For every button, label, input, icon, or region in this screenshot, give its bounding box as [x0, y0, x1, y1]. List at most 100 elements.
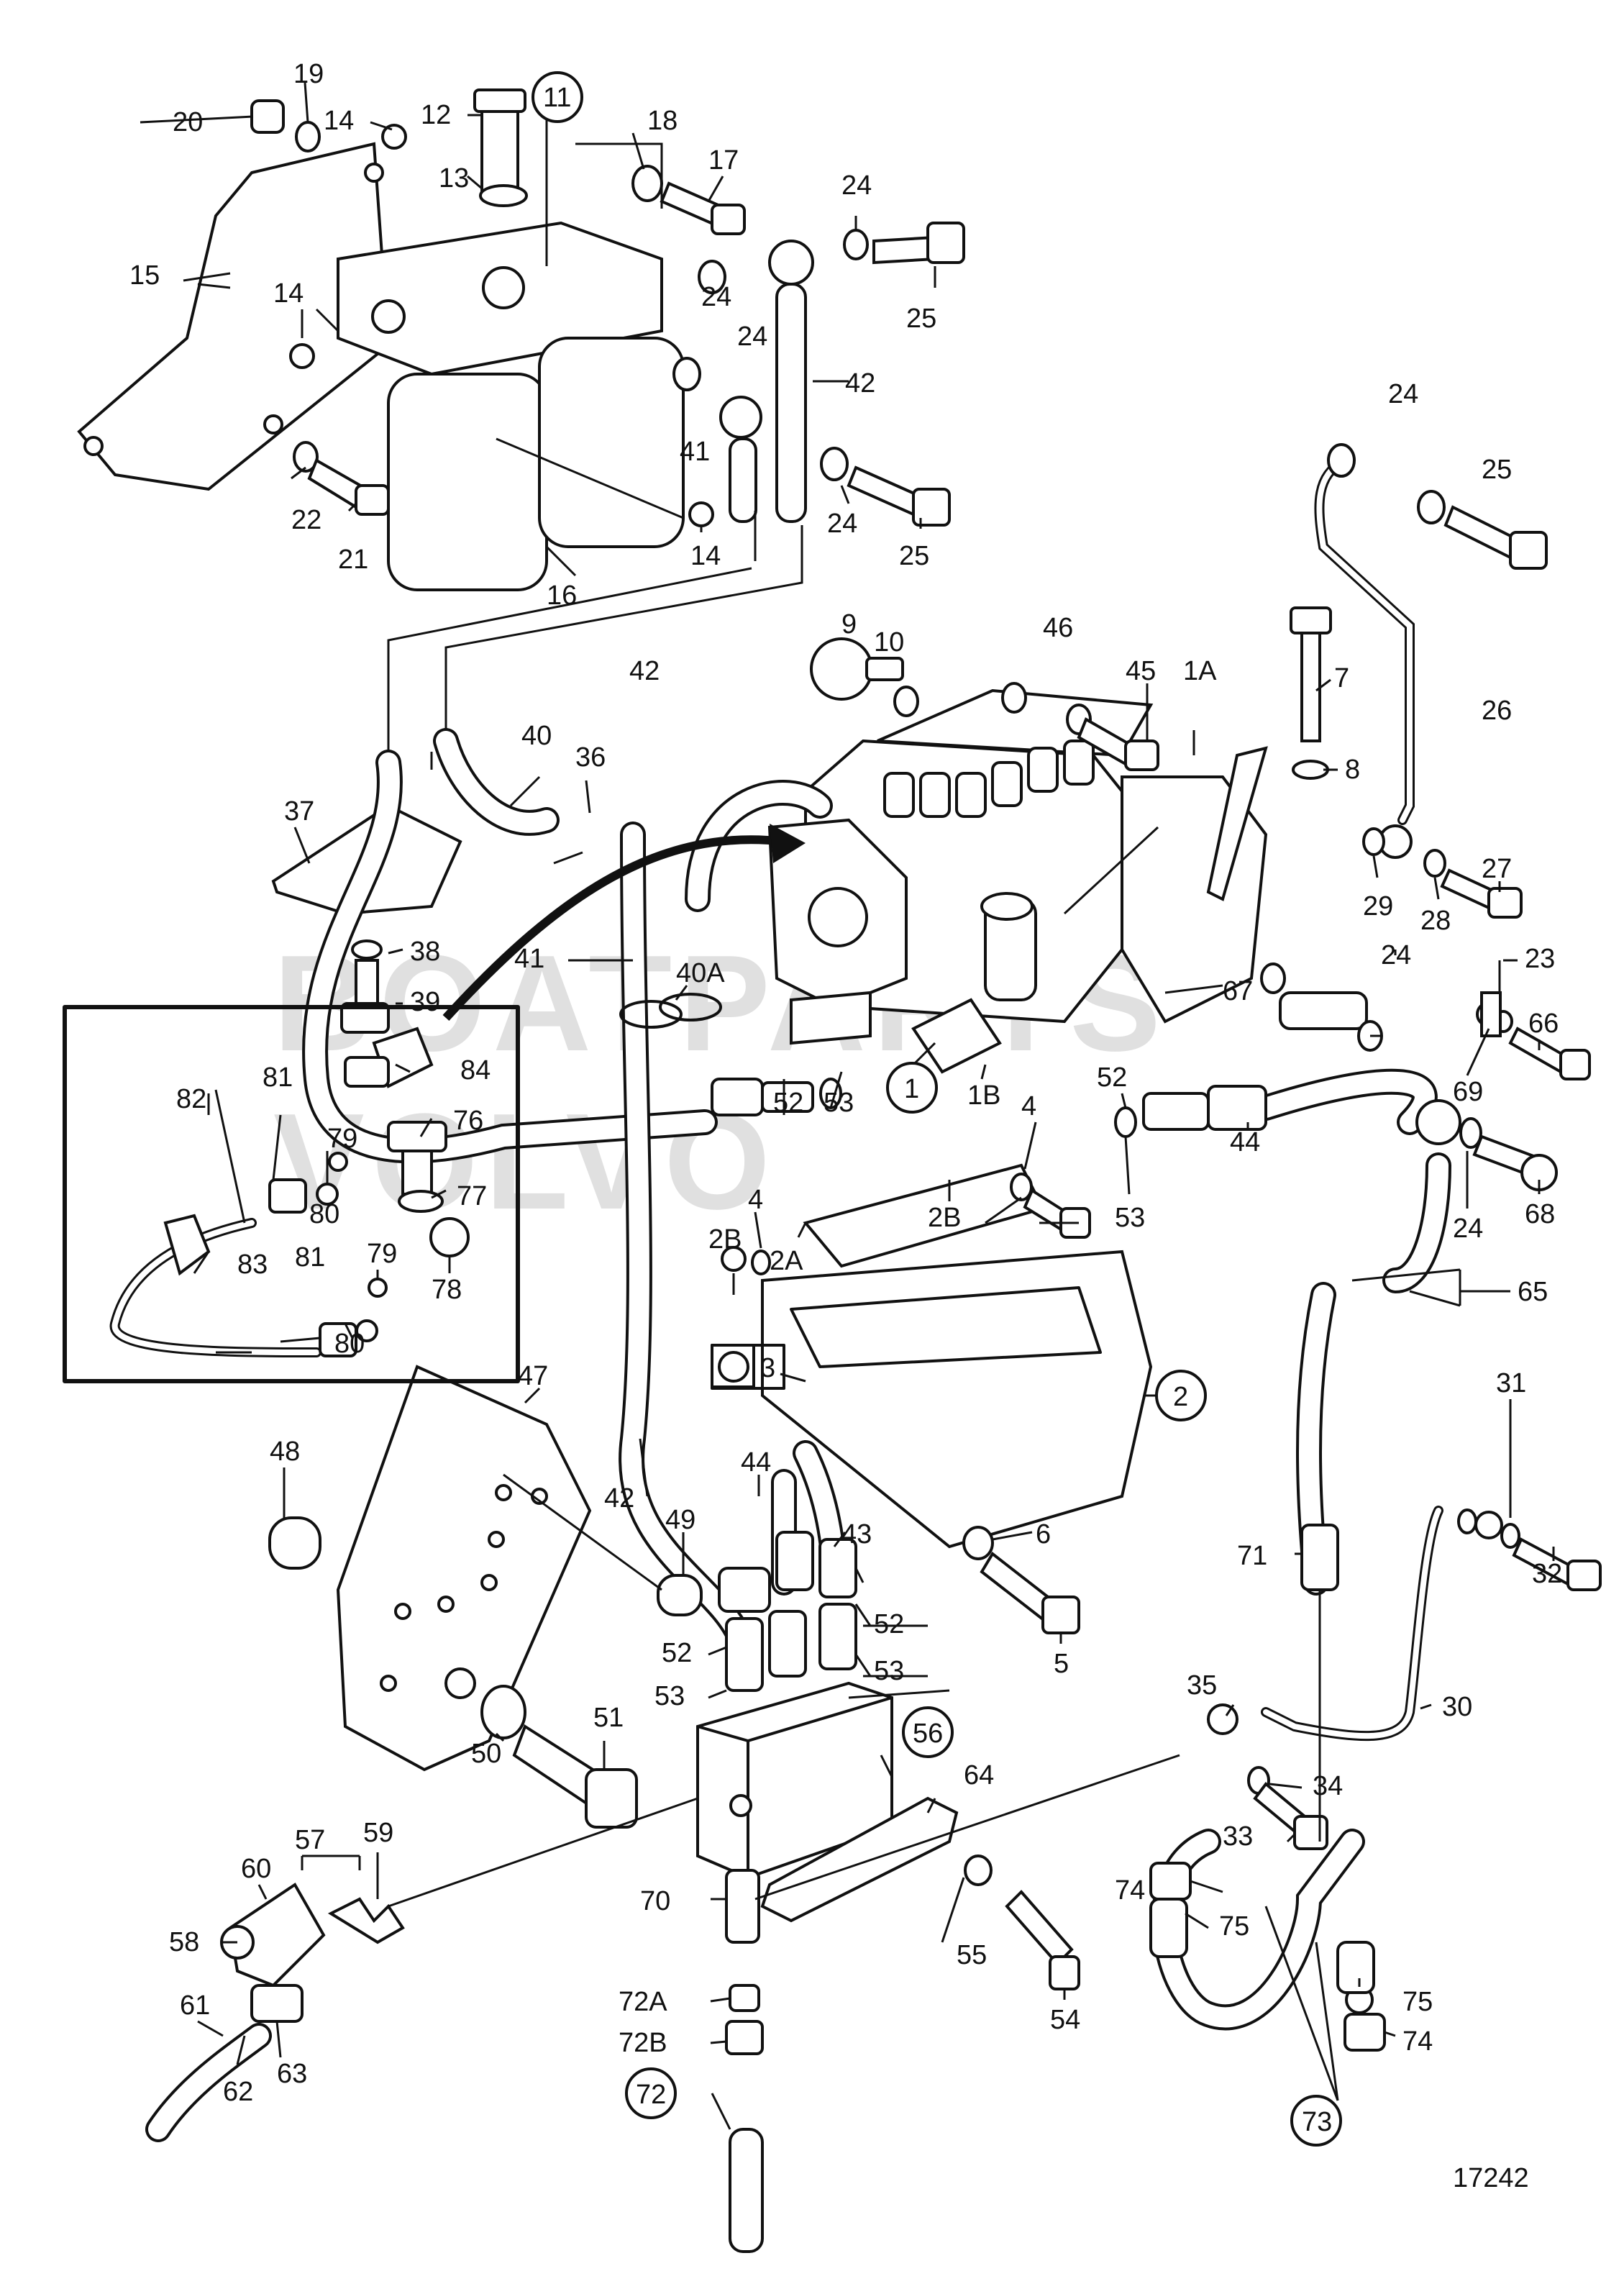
label-72B: 72B: [619, 2028, 667, 2058]
label-79-b: 79: [367, 1239, 397, 1269]
bolt-7: [1300, 624, 1321, 742]
label-62: 62: [223, 2077, 253, 2107]
screw-54: [1005, 1890, 1074, 1966]
washer-18: [631, 165, 663, 202]
nut-20: [250, 99, 285, 134]
label-16: 16: [547, 581, 577, 611]
label-4-right: 4: [1021, 1091, 1036, 1121]
label-30: 30: [1442, 1692, 1472, 1722]
nut-74-a: [1149, 1862, 1192, 1901]
washer-29: [1362, 827, 1385, 856]
callout-3: 3: [711, 1344, 785, 1390]
label-27: 27: [1482, 854, 1512, 884]
svg-text:1: 1: [904, 1074, 919, 1104]
label-84: 84: [460, 1055, 491, 1086]
label-24-e: 24: [1388, 379, 1418, 409]
bracket-2A: [803, 1163, 1045, 1268]
washer-24-b: [698, 260, 726, 294]
washer-4-left: [751, 1250, 771, 1275]
label-40A: 40A: [676, 958, 725, 988]
pump-outlet-fitting: [911, 998, 1002, 1074]
callout-2: 2: [1155, 1370, 1207, 1421]
label-24-f: 24: [1381, 940, 1411, 970]
nut-74-b: [1344, 2013, 1386, 2052]
callout-labels: 20 19 14 12 11 13 18 17 24 25 15 14 24 2…: [129, 59, 1562, 2193]
label-81-a: 81: [263, 1062, 293, 1093]
banjo-bolt-1: [790, 991, 872, 1045]
screw-25-c: [1443, 505, 1520, 560]
banjo-31: [1474, 1511, 1503, 1539]
label-2A: 2A: [770, 1246, 803, 1276]
steel-pipes: [1207, 443, 1602, 1850]
label-24-g: 24: [1453, 1214, 1483, 1244]
label-43: 43: [841, 1519, 872, 1549]
label-22: 22: [291, 505, 321, 535]
washer-24-c: [672, 357, 701, 391]
nipple-71: [1300, 1524, 1339, 1591]
label-6: 6: [1036, 1519, 1051, 1549]
washer-28: [1423, 849, 1446, 878]
label-45: 45: [1126, 656, 1156, 686]
banjo-68: [1415, 1099, 1461, 1145]
label-59: 59: [363, 1818, 393, 1848]
label-33: 33: [1223, 1821, 1253, 1852]
stop-lever: [1206, 746, 1268, 901]
label-42-b: 42: [629, 656, 660, 686]
pump-connector-fittings: [711, 1078, 1267, 1138]
washer-10: [893, 686, 919, 717]
label-80-a: 80: [309, 1199, 339, 1229]
mounting-plate-47: [268, 1365, 703, 1829]
label-68: 68: [1525, 1199, 1555, 1229]
label-63: 63: [277, 2059, 307, 2089]
svg-text:VOLVO: VOLVO: [273, 1086, 777, 1238]
hollow-screw-12: [480, 99, 519, 196]
label-71: 71: [1237, 1541, 1267, 1571]
fuel-filter-assembly: [77, 142, 685, 591]
label-18: 18: [647, 106, 678, 136]
top-fasteners: [250, 88, 965, 527]
label-32: 32: [1532, 1559, 1562, 1589]
label-15: 15: [129, 260, 160, 291]
nut-81-a: [268, 1178, 307, 1214]
washer-38: [351, 939, 383, 960]
washer-19: [295, 121, 321, 153]
label-24-d: 24: [827, 509, 857, 539]
label-1B: 1B: [967, 1080, 1000, 1111]
hose-clamp-40A: [619, 993, 722, 1029]
plug-14-bottom: [688, 501, 714, 527]
label-67: 67: [1223, 976, 1253, 1006]
callout-72: 72: [625, 2067, 677, 2119]
label-38: 38: [410, 937, 440, 967]
washer-6: [962, 1526, 994, 1560]
label-52-b: 52: [1097, 1062, 1127, 1093]
label-4-left: 4: [748, 1185, 763, 1215]
label-77: 77: [457, 1181, 487, 1211]
label-75-a: 75: [1219, 1911, 1249, 1942]
label-52-d: 52: [662, 1638, 692, 1668]
svg-text:3: 3: [760, 1353, 775, 1383]
label-81-b: 81: [295, 1242, 325, 1273]
label-44-a: 44: [1230, 1127, 1260, 1157]
spacer-49: [657, 1574, 703, 1616]
bracket-64: [760, 1796, 959, 1923]
label-7: 7: [1334, 663, 1349, 693]
fitting-23: [1480, 991, 1502, 1037]
spacer-48: [268, 1516, 321, 1570]
label-36: 36: [575, 742, 606, 773]
banjo-78: [429, 1217, 470, 1257]
label-58: 58: [169, 1927, 199, 1957]
label-57: 57: [295, 1825, 325, 1855]
label-52-a: 52: [773, 1088, 803, 1118]
filter-cartridge-left: [387, 373, 548, 591]
washer-77: [398, 1190, 444, 1213]
washer-50: [480, 1685, 526, 1739]
ferrule-80-b: [355, 1319, 378, 1342]
label-29: 29: [1363, 891, 1393, 921]
label-80-b: 80: [334, 1329, 365, 1359]
label-60: 60: [241, 1854, 271, 1884]
label-14-bottom: 14: [690, 541, 721, 571]
callout-56: 56: [902, 1706, 954, 1758]
label-24-c: 24: [737, 322, 767, 352]
label-25-b: 25: [899, 541, 929, 571]
